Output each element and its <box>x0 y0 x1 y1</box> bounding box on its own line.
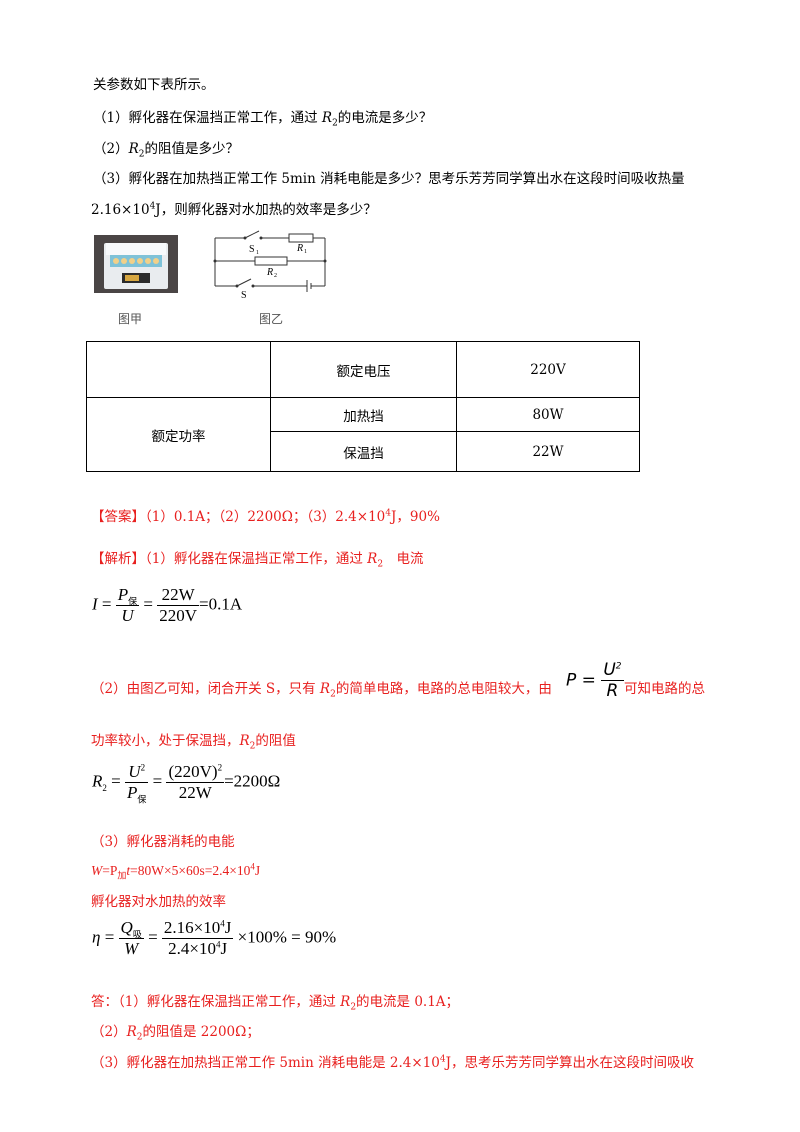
analysis-line-3: 功率较小，处于保温挡，R2的阻值 <box>91 733 296 752</box>
heating-label: 加热挡 <box>270 397 457 432</box>
intro-text: 关参数如下表所示。 <box>93 77 215 93</box>
rated-power-label: 额定功率 <box>86 397 271 472</box>
label-s1: S <box>249 244 255 255</box>
figure-caption-a: 图甲 <box>118 312 143 326</box>
label-r2-sub: 2 <box>274 273 277 279</box>
label-r1: R <box>296 243 303 254</box>
analysis-line-1: 【解析】（1）孵化器在保温挡正常工作，通过 R2 电流 <box>91 551 424 570</box>
analysis-line-2-end: 可知电路的总 <box>624 681 705 697</box>
parameters-table: 额定电压 220V 额定功率 加热挡 80W 保温挡 22W <box>86 341 640 472</box>
analysis-line-4: （3）孵化器消耗的电能 <box>91 834 235 850</box>
label-r2: R <box>266 267 273 278</box>
figure-caption-b: 图乙 <box>259 312 284 326</box>
final-answer-3: （3）孵化器在加热挡正常工作 5min 消耗电能是 2.4×104J，思考乐芳芳… <box>91 1054 694 1071</box>
question-3-line-1: （3）孵化器在加热挡正常工作 5min 消耗电能是多少？思考乐芳芳同学算出水在这… <box>93 171 685 187</box>
keep-warm-value: 22W <box>456 431 640 472</box>
heating-value: 80W <box>456 397 640 432</box>
rated-voltage-label: 额定电压 <box>270 341 457 398</box>
question-1: （1）孵化器在保温挡正常工作，通过 R2的电流是多少？ <box>93 110 433 129</box>
label-r1-sub: 1 <box>304 249 307 255</box>
analysis-energy: W=P加t=80W×5×60s=2.4×104J <box>91 861 261 881</box>
answer-line: 【答案】（1）0.1A；（2）2200Ω；（3）2.4×104J，90% <box>91 508 440 525</box>
question-2: （2）R2的阻值是多少？ <box>93 141 239 160</box>
question-3-line-2: 2.16×104J，则孵化器对水加热的效率是多少？ <box>91 201 377 218</box>
keep-warm-label: 保温挡 <box>270 431 457 472</box>
rated-voltage-value: 220V <box>456 341 640 398</box>
incubator-photo <box>94 235 178 293</box>
table-empty-cell <box>86 341 271 398</box>
analysis-line-2: （2）由图乙可知，闭合开关 S，只有 R2的简单电路，电路的总电阻较大，由 <box>91 681 552 700</box>
label-s: S <box>241 290 247 300</box>
label-s1-sub: 1 <box>256 250 259 256</box>
final-answer-1: 答：（1）孵化器在保温挡正常工作，通过 R2的电流是 0.1A； <box>91 994 460 1013</box>
analysis-line-6: 孵化器对水加热的效率 <box>91 894 226 910</box>
circuit-diagram: S 1 R 1 R 2 S <box>213 230 327 300</box>
final-answer-2: （2）R2的阻值是 2200Ω； <box>91 1024 260 1043</box>
